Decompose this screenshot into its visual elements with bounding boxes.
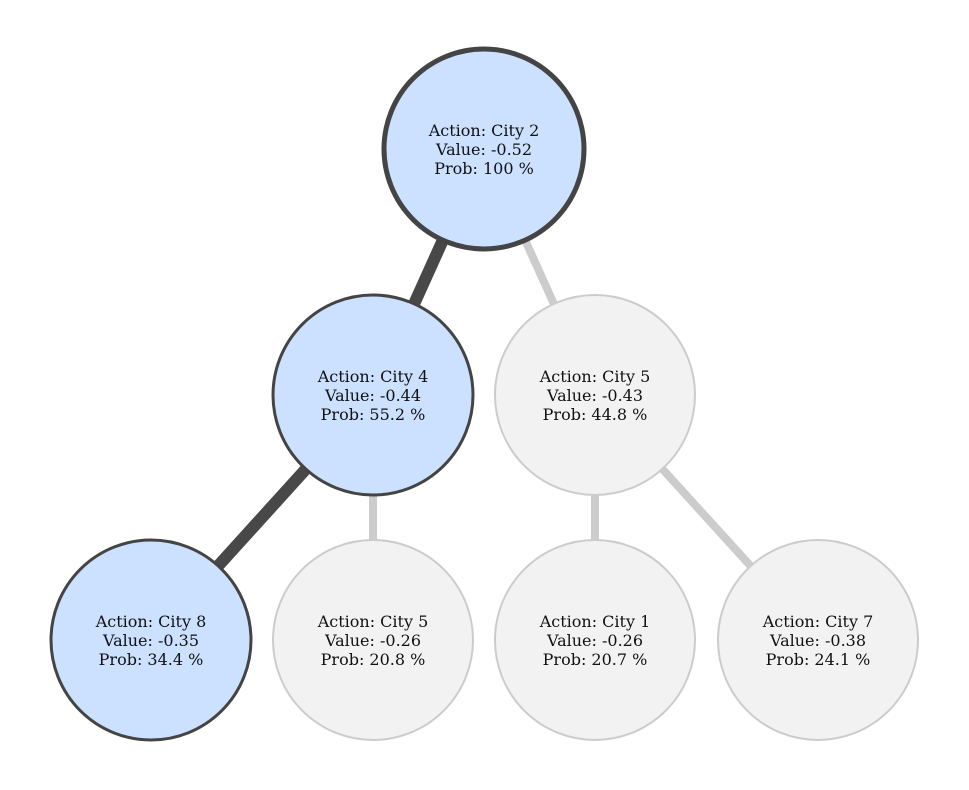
node-value-label: Value: -0.43 [546,386,643,405]
node-prob-label: Prob: 55.2 % [321,405,426,424]
node-prob-label: Prob: 20.7 % [543,650,648,669]
node-action-label: Action: City 1 [539,612,651,631]
node-action-label: Action: City 5 [539,367,651,386]
node-value-label: Value: -0.44 [324,386,421,405]
node-circle [494,539,696,741]
node-action-label: Action: City 2 [428,121,540,140]
node-circle [381,46,587,252]
node-prob-label: Prob: 20.8 % [321,650,426,669]
node-action-label: Action: City 4 [317,367,429,386]
node-circle [494,294,696,496]
node-prob-label: Prob: 44.8 % [543,405,648,424]
node-value-label: Value: -0.26 [324,631,421,650]
node-value-label: Value: -0.26 [546,631,643,650]
node-circle [717,539,919,741]
node-circle [49,538,253,742]
node-prob-label: Prob: 24.1 % [766,650,871,669]
node-prob-label: Prob: 34.4 % [99,650,204,669]
node-action-label: Action: City 8 [95,612,207,631]
node-prob-label: Prob: 100 % [434,159,534,178]
node-circle [272,539,474,741]
node-action-label: Action: City 7 [762,612,874,631]
node-value-label: Value: -0.52 [435,140,532,159]
node-value-label: Value: -0.38 [769,631,866,650]
node-circle [271,293,475,497]
node-action-label: Action: City 5 [317,612,429,631]
node-value-label: Value: -0.35 [102,631,199,650]
